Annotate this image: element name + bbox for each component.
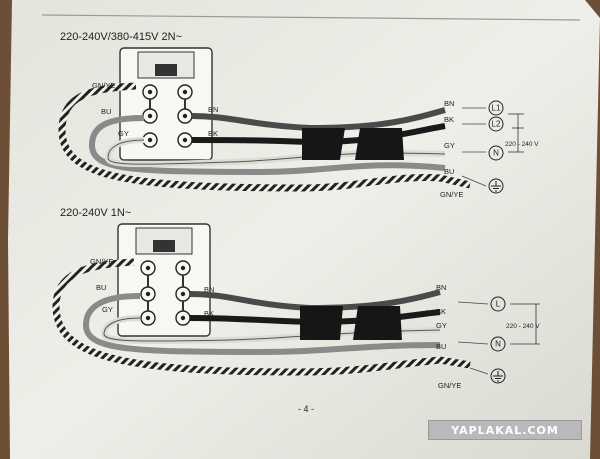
end-label-bu-top: BU <box>444 167 454 176</box>
symbol-n-top: N <box>488 145 504 161</box>
symbol-n-bottom: N <box>490 336 506 352</box>
wire-gnye-top <box>58 82 471 192</box>
wire-gy-bottom-outline <box>103 317 441 342</box>
end-label-gnye-top: GN/YE <box>440 190 463 199</box>
voltage-label-bottom: 220 - 240 V <box>506 323 540 330</box>
connection-arrows-bottom <box>457 301 489 375</box>
symbol-l1: L1 <box>488 100 504 116</box>
wires-top <box>58 82 471 192</box>
end-label-bk-bottom: BK <box>436 307 446 316</box>
paper-sheet <box>8 0 600 459</box>
wire-bu-top <box>88 115 446 176</box>
diagram-bottom: 220-240V 1N~ <box>52 207 540 390</box>
terminal-block-bottom <box>117 223 211 337</box>
svg-text:L1: L1 <box>492 104 501 113</box>
label-bu-top: BU <box>101 107 111 116</box>
end-label-gy-top: GY <box>444 141 455 150</box>
voltage-bracket-bottom <box>510 303 540 345</box>
wire-gy-top-outline <box>107 139 446 165</box>
ground-icon-bottom <box>490 368 506 384</box>
header-rule <box>41 14 581 21</box>
label-bn-bottom: BN <box>204 285 214 294</box>
label-bn-top: BN <box>208 105 218 114</box>
end-label-bn-bottom: BN <box>436 283 446 292</box>
connection-arrows-top <box>461 107 487 187</box>
end-label-bk-top: BK <box>444 115 454 124</box>
wire-bn-top <box>191 107 446 132</box>
cable-sheath-bottom <box>300 306 402 340</box>
label-bk-bottom: BK <box>204 309 214 318</box>
label-gy-top: GY <box>118 129 129 138</box>
diagram-top-title: 220-240V/380-415V 2N~ <box>60 31 182 43</box>
svg-text:N: N <box>493 149 499 158</box>
label-bu-bottom: BU <box>96 283 106 292</box>
svg-text:L2: L2 <box>492 120 501 129</box>
end-label-gy-bottom: GY <box>436 321 447 330</box>
wire-gnye-bottom <box>52 258 471 376</box>
cable-sheath-top <box>302 128 404 160</box>
end-label-gnye-bottom: GN/YE <box>438 381 461 390</box>
terminal-screws-bottom <box>140 260 191 326</box>
watermark-badge: YAPLAKAL.COM <box>428 420 582 440</box>
voltage-bracket-top <box>508 113 524 153</box>
diagram-bottom-title: 220-240V 1N~ <box>60 207 131 219</box>
label-bk-top: BK <box>208 129 218 138</box>
end-label-bu-bottom: BU <box>436 342 446 351</box>
voltage-label-top: 220 - 240 V <box>505 141 539 148</box>
svg-text:L: L <box>496 300 501 309</box>
end-label-bn-top: BN <box>444 99 454 108</box>
wire-bu-bottom <box>82 293 441 356</box>
symbol-l2: L2 <box>488 116 504 132</box>
symbol-l: L <box>490 296 506 312</box>
ground-icon-top <box>488 178 504 194</box>
page-number: - 4 - <box>298 404 314 414</box>
svg-text:N: N <box>495 340 501 349</box>
label-gnye-top: GN/YE <box>92 81 115 90</box>
label-gy-bottom: GY <box>102 305 113 314</box>
diagram-top: 220-240V/380-415V 2N~ <box>58 31 539 199</box>
label-gnye-bottom: GN/YE <box>90 257 113 266</box>
